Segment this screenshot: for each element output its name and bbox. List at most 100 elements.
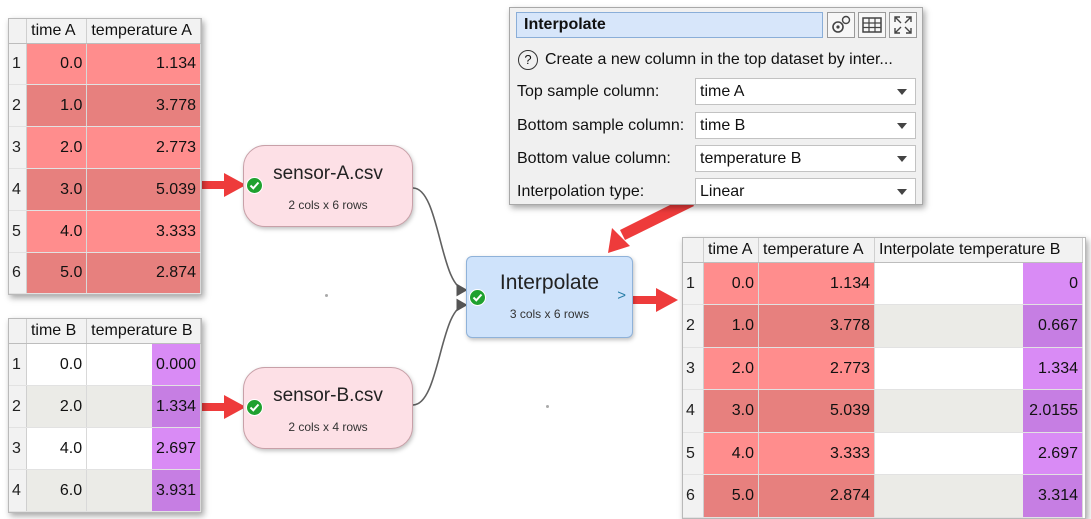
column-header[interactable]: time A <box>26 19 88 44</box>
bar-cell-value: 3.931 <box>151 470 200 511</box>
bar-cell-value: 0 <box>1023 263 1082 304</box>
table-cell[interactable]: 4.0 <box>26 210 88 253</box>
column-header[interactable]: Interpolate temperature B <box>874 238 1083 263</box>
table-cell[interactable]: 1.0 <box>26 84 88 127</box>
column-header[interactable]: temperature B <box>86 319 201 344</box>
table-cell[interactable]: 5.039 <box>758 389 875 433</box>
bar-cell-value: 2.697 <box>1023 433 1082 474</box>
row-number: 6 <box>9 252 28 294</box>
canvas-dot <box>325 294 328 297</box>
table-cell[interactable]: 0 <box>874 262 1083 305</box>
table-cell[interactable]: 3.778 <box>758 304 875 348</box>
table-cell[interactable]: 2.0155 <box>874 389 1083 433</box>
row-number: 6 <box>683 474 704 518</box>
chevron-down-icon <box>897 123 907 129</box>
field-label: Top sample column: <box>517 83 660 100</box>
input-node-sensor-a[interactable]: sensor-A.csv 2 cols x 6 rows <box>243 145 413 227</box>
chevron-down-icon <box>897 189 907 195</box>
bar-cell-value: 2.697 <box>151 428 200 469</box>
table-cell[interactable]: 2.0 <box>703 347 759 390</box>
red-arrow-icon <box>608 196 694 253</box>
table-cell[interactable]: 0.0 <box>703 262 759 305</box>
maximize-icon[interactable] <box>889 12 917 38</box>
table-cell[interactable]: 5.039 <box>86 168 201 211</box>
table-cell[interactable]: 0.0 <box>26 43 88 85</box>
table-cell[interactable]: 1.134 <box>86 43 201 85</box>
bar-cell-value: 1.334 <box>1023 348 1082 389</box>
table-cell[interactable]: 3.314 <box>874 474 1083 518</box>
row-number: 5 <box>683 432 704 475</box>
table-cell[interactable]: 6.0 <box>26 469 88 512</box>
input-table-a[interactable]: time A temperature A 1 0.0 1.134 2 1.0 3… <box>8 18 202 295</box>
row-number: 1 <box>683 262 704 305</box>
properties-panel: Interpolate ? <box>509 7 923 205</box>
row-number: 3 <box>9 126 28 169</box>
table-cell[interactable]: 1.334 <box>86 385 201 428</box>
help-icon[interactable]: ? <box>518 50 538 70</box>
select-value: Linear <box>700 183 745 200</box>
column-header[interactable]: time B <box>26 319 88 344</box>
table-cell[interactable]: 1.0 <box>703 304 759 348</box>
table-view-icon[interactable] <box>858 12 886 38</box>
table-cell[interactable]: 0.667 <box>874 304 1083 348</box>
node-subtitle: 2 cols x 4 rows <box>288 420 368 434</box>
node-title: sensor-A.csv <box>273 163 383 184</box>
table-cell[interactable]: 2.697 <box>86 427 201 470</box>
select-value: time B <box>700 117 746 134</box>
table-cell[interactable]: 2.773 <box>758 347 875 390</box>
check-icon <box>246 177 263 194</box>
table-cell[interactable]: 1.334 <box>874 347 1083 390</box>
output-table[interactable]: time A temperature A Interpolate tempera… <box>682 237 1086 519</box>
gears-icon[interactable] <box>827 12 855 38</box>
column-header[interactable]: time A <box>703 238 759 263</box>
row-number: 2 <box>9 385 27 428</box>
table-cell[interactable]: 2.697 <box>874 432 1083 475</box>
table-cell[interactable]: 2.773 <box>86 126 201 169</box>
table-cell[interactable]: 0.0 <box>26 343 88 386</box>
column-header[interactable]: temperature A <box>758 238 875 263</box>
table-cell[interactable]: 5.0 <box>26 252 88 294</box>
row-number: 1 <box>9 43 28 85</box>
interpolation-type-select[interactable]: Linear <box>695 178 916 204</box>
bottom-sample-column-select[interactable]: time B <box>695 112 916 139</box>
node-title: Interpolate <box>499 271 600 294</box>
red-arrow-icon <box>632 288 678 312</box>
row-number: 4 <box>9 469 27 512</box>
input-table-b[interactable]: time B temperature B 1 0.0 0.000 2 2.0 1… <box>8 318 202 513</box>
bar-cell-value: 1.334 <box>151 386 200 427</box>
table-cell[interactable]: 2.874 <box>758 474 875 518</box>
table-cell[interactable]: 5.0 <box>703 474 759 518</box>
input-node-sensor-b[interactable]: sensor-B.csv 2 cols x 4 rows <box>243 367 413 449</box>
node-title: sensor-B.csv <box>273 385 383 406</box>
check-icon <box>469 289 486 306</box>
transform-node-interpolate[interactable]: Interpolate 3 cols x 6 rows > <box>466 256 633 338</box>
table-cell[interactable]: 4.0 <box>26 427 88 470</box>
table-cell[interactable]: 2.874 <box>86 252 201 294</box>
table-cell[interactable]: 4.0 <box>703 432 759 475</box>
field-label: Bottom value column: <box>517 150 671 167</box>
table-cell[interactable]: 3.333 <box>86 210 201 253</box>
connection-line-b <box>412 298 468 406</box>
row-number: 3 <box>683 347 704 390</box>
table-cell[interactable]: 3.0 <box>26 168 88 211</box>
table-cell[interactable]: 0.000 <box>86 343 201 386</box>
table-cell[interactable]: 2.0 <box>26 385 88 428</box>
canvas-dot <box>546 405 549 408</box>
table-cell[interactable]: 3.778 <box>86 84 201 127</box>
output-port-icon[interactable]: > <box>617 287 626 304</box>
row-number: 1 <box>9 343 27 386</box>
row-number: 2 <box>9 84 28 127</box>
column-header[interactable]: temperature A <box>86 19 201 44</box>
select-value: temperature B <box>700 150 802 167</box>
bottom-value-column-select[interactable]: temperature B <box>695 145 916 172</box>
row-number: 2 <box>683 304 704 348</box>
row-number: 5 <box>9 210 28 253</box>
table-cell[interactable]: 1.134 <box>758 262 875 305</box>
table-cell[interactable]: 3.931 <box>86 469 201 512</box>
table-cell[interactable]: 3.0 <box>703 389 759 433</box>
table-cell[interactable]: 2.0 <box>26 126 88 169</box>
table-cell[interactable]: 3.333 <box>758 432 875 475</box>
top-sample-column-select[interactable]: time A <box>695 78 916 105</box>
